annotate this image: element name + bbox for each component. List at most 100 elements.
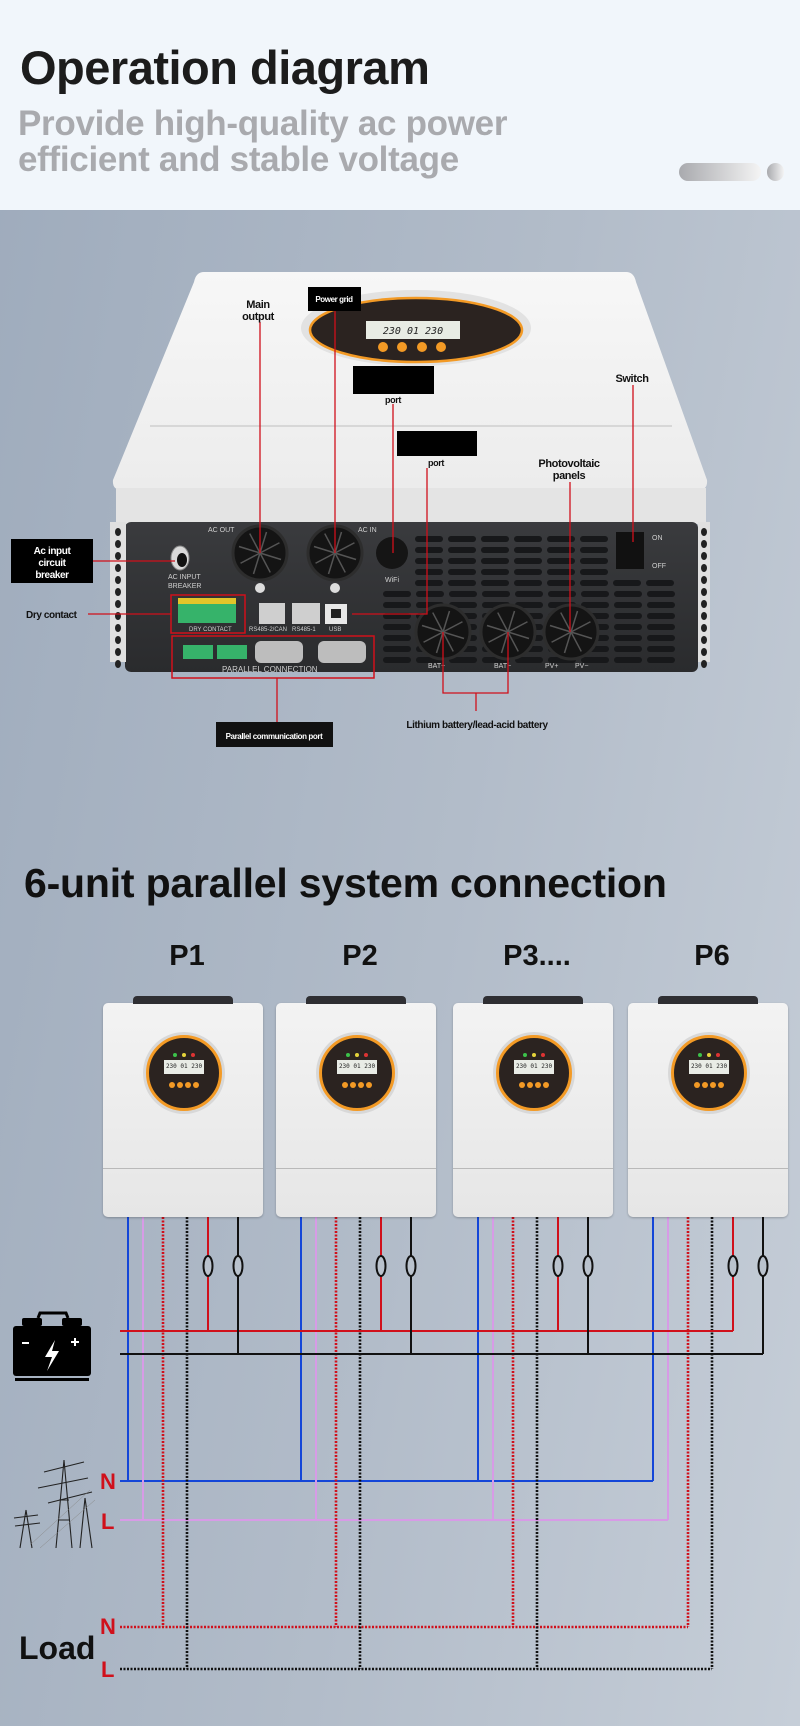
- vent-slot: [383, 591, 411, 597]
- unit-button[interactable]: [366, 1082, 372, 1088]
- led-red: [541, 1053, 545, 1057]
- unit-button[interactable]: [702, 1082, 708, 1088]
- parallel-db9-port-1[interactable]: [255, 641, 303, 663]
- gland-spoke: [435, 631, 444, 654]
- unit-lcd: 230 01 230: [689, 1060, 729, 1074]
- vent-slot: [514, 569, 542, 575]
- led-yellow: [707, 1053, 711, 1057]
- subtitle-line-1: Provide high-quality ac power: [18, 104, 508, 143]
- mounting-bracket: [483, 996, 583, 1004]
- vent-slot: [581, 602, 609, 608]
- vent-slot: [481, 580, 509, 586]
- gland-spoke: [551, 631, 572, 643]
- unit-label: P2: [342, 940, 378, 972]
- unit-button[interactable]: [543, 1082, 549, 1088]
- dry-contact-panel-label: DRY CONTACT: [189, 627, 232, 633]
- unit-divider: [453, 1168, 613, 1169]
- gland-spoke: [334, 552, 346, 573]
- side-hole: [115, 576, 121, 584]
- unit-button[interactable]: [342, 1082, 348, 1088]
- unit-button[interactable]: [710, 1082, 716, 1088]
- rs485-2-label: RS485-2/CAN: [249, 627, 287, 633]
- unit-button[interactable]: [185, 1082, 191, 1088]
- unit-button[interactable]: [694, 1082, 700, 1088]
- unit-label: P3....: [503, 940, 571, 972]
- gland-spoke: [334, 552, 357, 561]
- gland-spoke: [259, 531, 268, 554]
- callout-main-output: Main: [246, 299, 270, 311]
- load-n-label: N: [100, 1614, 116, 1639]
- breaker-knob: [177, 553, 187, 567]
- vent-slot: [415, 580, 443, 586]
- led-green: [698, 1053, 702, 1057]
- screw: [330, 583, 340, 593]
- vent-slot: [647, 591, 675, 597]
- inverter-unit: 230 01 230: [453, 996, 613, 1217]
- gland-spoke: [442, 610, 451, 633]
- page-title: Operation diagram: [20, 41, 430, 94]
- vent-slot: [481, 547, 509, 553]
- rs485-1-label: RS485-1: [292, 627, 316, 633]
- parallel-connector-2[interactable]: [217, 645, 247, 659]
- unit-button[interactable]: [193, 1082, 199, 1088]
- mounting-bracket: [306, 996, 406, 1004]
- unit-button[interactable]: [350, 1082, 356, 1088]
- header: Operation diagram Provide high-quality a…: [0, 0, 800, 210]
- unit-label: P1: [169, 940, 205, 972]
- gland-spoke: [442, 621, 463, 633]
- inverter-unit: 230 01 230: [276, 996, 436, 1217]
- wifi-port[interactable]: [376, 537, 408, 569]
- unit-divider: [276, 1168, 436, 1169]
- fuse-icon: [552, 1255, 564, 1277]
- parallel-connector-1[interactable]: [183, 645, 213, 659]
- vent-slot: [383, 646, 411, 652]
- power-switch[interactable]: [616, 532, 644, 569]
- unit-button[interactable]: [535, 1082, 541, 1088]
- side-hole: [701, 600, 707, 608]
- vent-slot: [415, 547, 443, 553]
- display-buttons[interactable]: [378, 342, 446, 352]
- vent-slot: [647, 602, 675, 608]
- side-hole: [701, 612, 707, 620]
- unit-button[interactable]: [358, 1082, 364, 1088]
- subtitle-line-2: efficient and stable voltage: [18, 140, 459, 179]
- fuse-icon: [582, 1255, 594, 1277]
- vent-slot: [515, 657, 543, 663]
- vent-slot: [580, 536, 608, 542]
- side-hole: [701, 528, 707, 536]
- vent-slot: [614, 657, 642, 663]
- parallel-db9-port-2[interactable]: [318, 641, 366, 663]
- unit-button[interactable]: [718, 1082, 724, 1088]
- gland-spoke: [423, 631, 444, 643]
- unit-button[interactable]: [177, 1082, 183, 1088]
- rs485-2-can-port[interactable]: [259, 603, 285, 624]
- inverter-unit: 230 01 230: [103, 996, 263, 1217]
- gland-spoke: [507, 621, 528, 633]
- side-hole: [115, 648, 121, 656]
- vent-slot: [614, 646, 642, 652]
- callout-lines: [88, 311, 634, 722]
- vent-slot: [449, 602, 477, 608]
- vent-slot: [547, 547, 575, 553]
- gland-spoke: [324, 533, 336, 554]
- battery-icon: [13, 1311, 91, 1381]
- callout-photovoltaic-2: panels: [553, 470, 586, 482]
- gland-spoke: [259, 542, 280, 554]
- rs485-1-port[interactable]: [292, 603, 320, 624]
- unit-button[interactable]: [527, 1082, 533, 1088]
- gland-spoke: [549, 624, 572, 633]
- gland-spoke: [421, 624, 444, 633]
- side-hole: [701, 660, 707, 668]
- usb-socket: [331, 609, 341, 618]
- vent-slot: [614, 613, 642, 619]
- gland-spoke: [486, 624, 509, 633]
- carousel-indicator-dot[interactable]: [767, 163, 784, 181]
- carousel-indicator-active[interactable]: [679, 163, 761, 181]
- callout-main-output-2: output: [242, 311, 275, 323]
- vent-slot: [613, 580, 641, 586]
- unit-button[interactable]: [169, 1082, 175, 1088]
- vent-slot: [581, 657, 609, 663]
- side-hole: [701, 576, 707, 584]
- vent-slot: [449, 657, 477, 663]
- unit-button[interactable]: [519, 1082, 525, 1088]
